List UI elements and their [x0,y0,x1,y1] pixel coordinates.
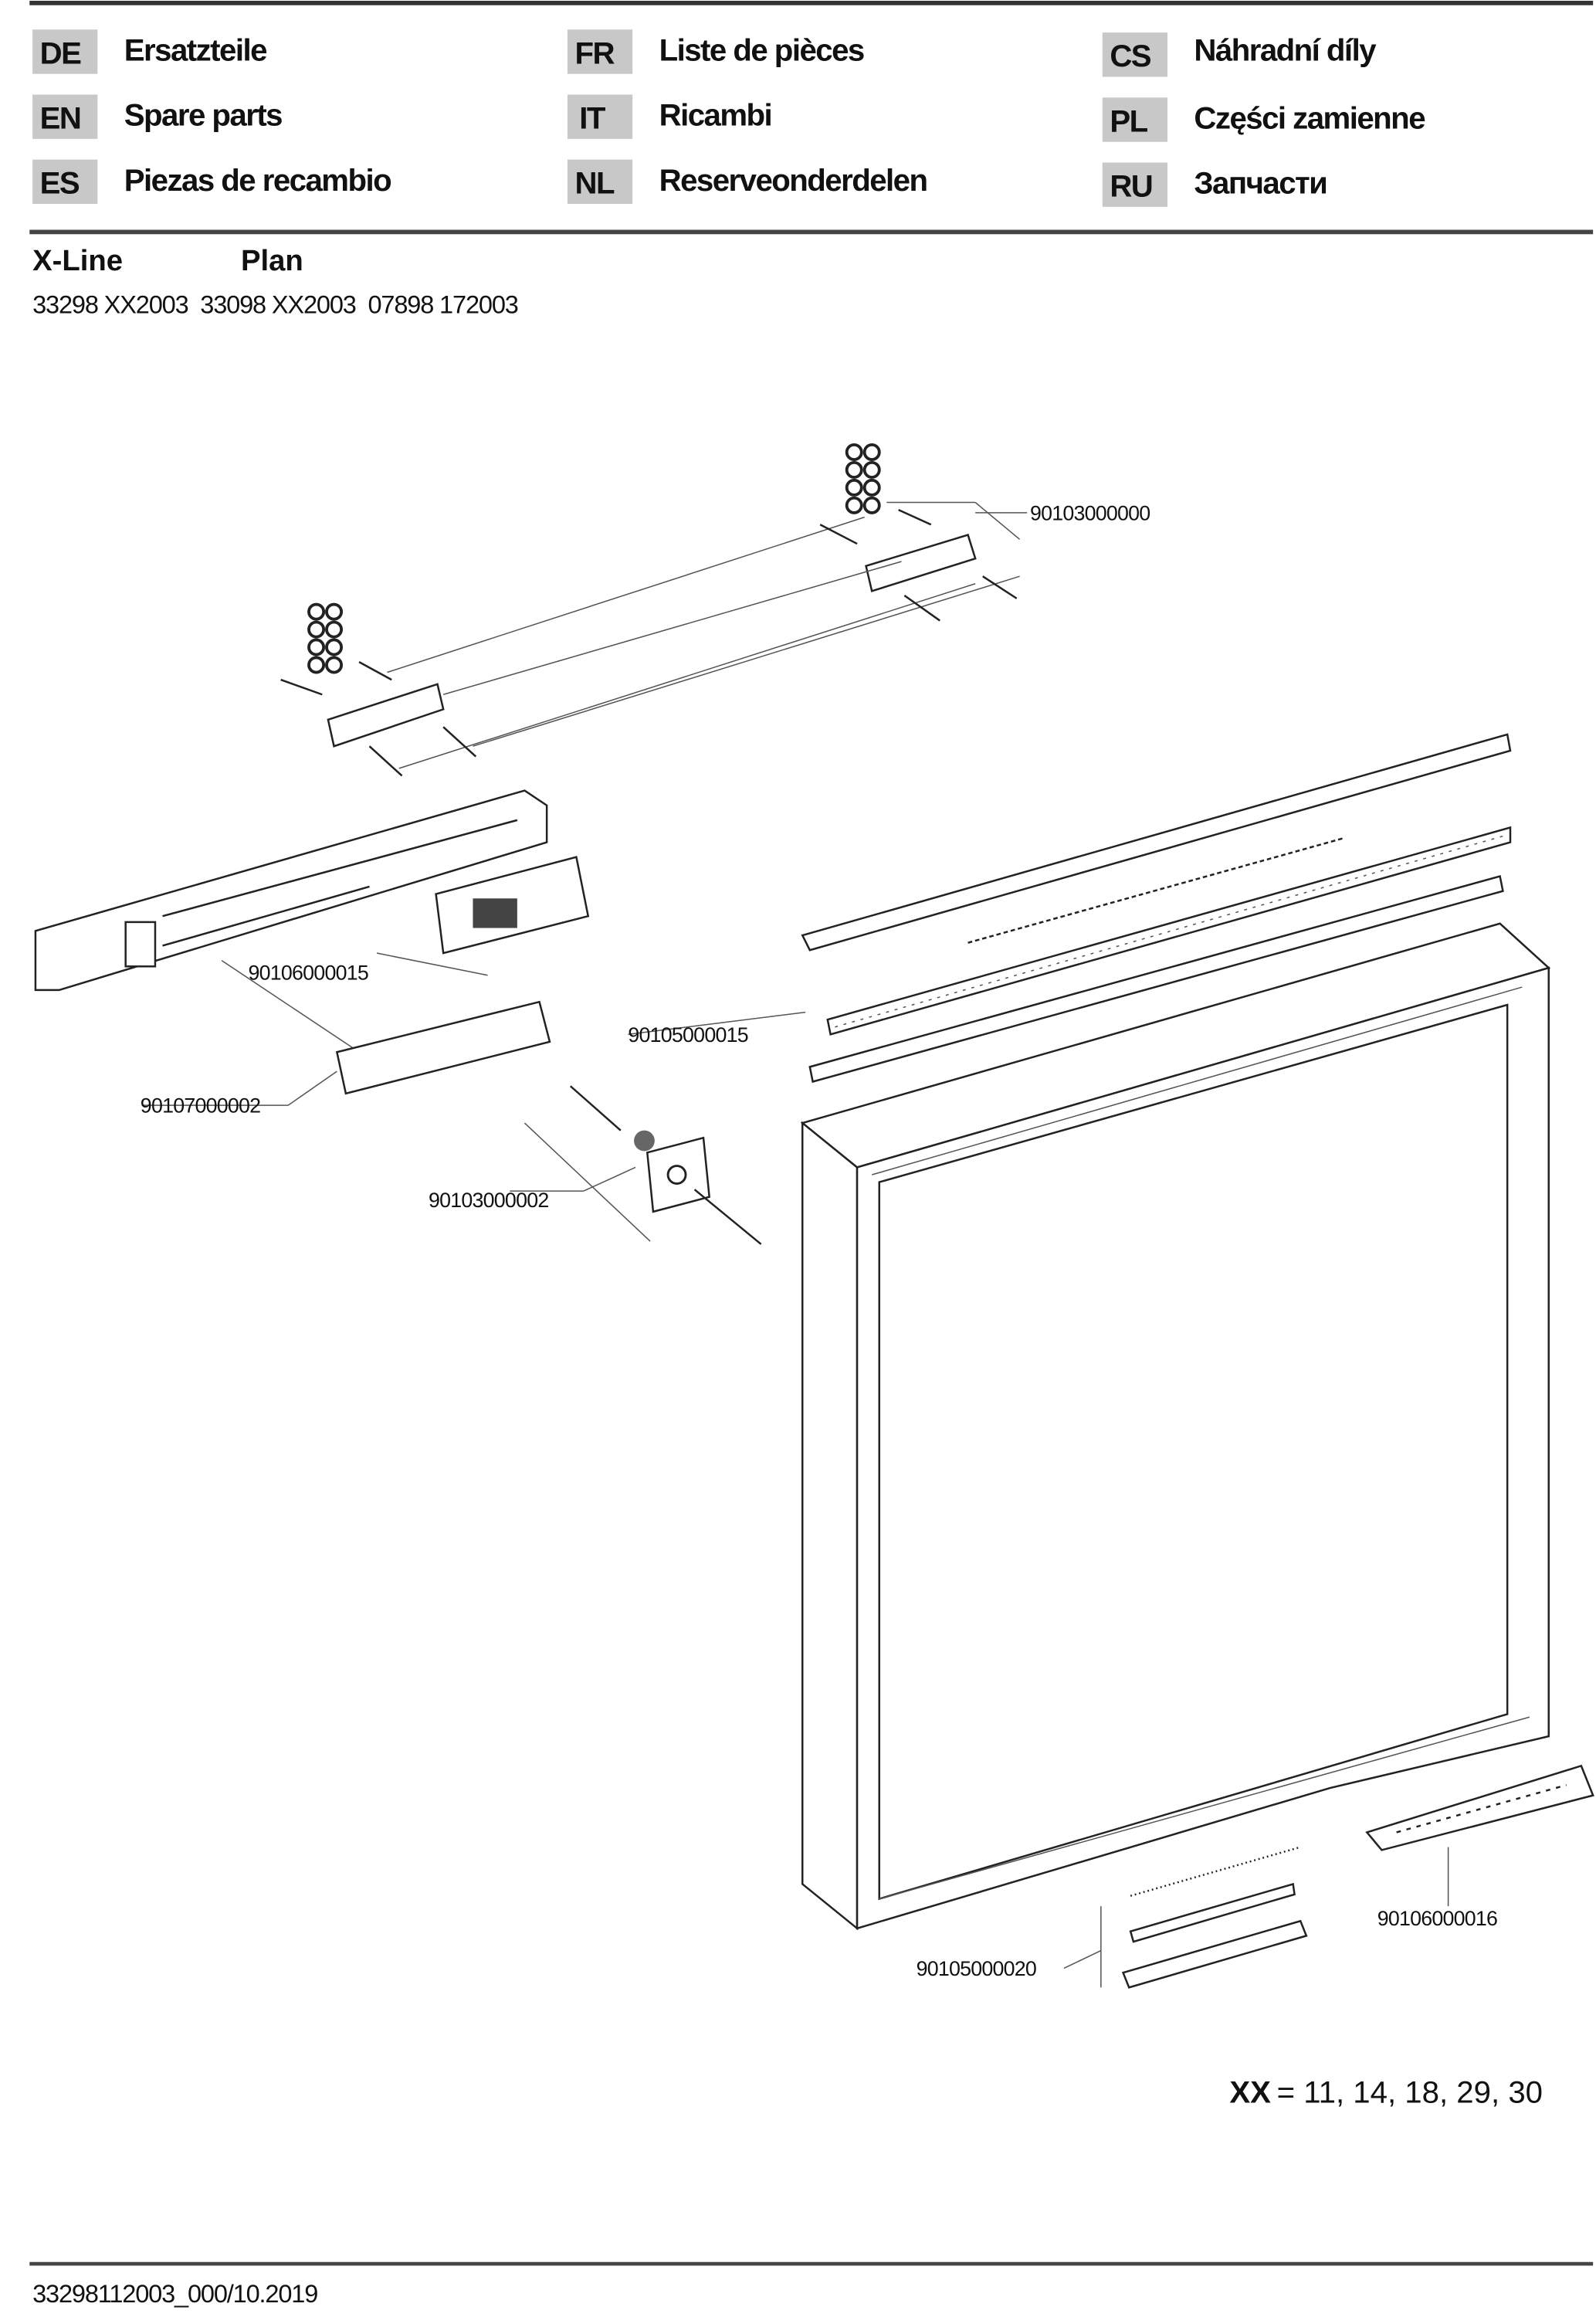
part-number: 90105000015 [628,1023,747,1047]
lang-code: NL [575,166,615,201]
lang-code: ES [40,166,80,201]
variant-note: XX= 11, 14, 18, 29, 30 [1229,2075,1543,2110]
lang-label: Liste de pièces [659,32,864,67]
lang-label: Ricambi [659,98,772,133]
lang-code: IT [579,100,606,135]
part-number: 90103000002 [429,1189,548,1212]
part-number: 90106000015 [249,961,368,984]
variant-values: = 11, 14, 18, 29, 30 [1277,2075,1543,2110]
lang-label: Części zamienne [1194,100,1425,135]
lang-code: CS [1110,39,1150,73]
part-number: 90103000000 [1030,501,1150,524]
product-line-plan: Plan [241,244,303,277]
lang-label: Spare parts [124,98,282,133]
part-number: 90106000016 [1377,1907,1497,1930]
product-numbers: 33298 XX2003 33098 XX2003 07898 172003 [32,291,518,319]
lang-label: Reserveonderdelen [659,163,927,198]
lang-code: RU [1110,168,1152,203]
variant-key: XX [1229,2075,1271,2110]
lang-label: Piezas de recambio [124,163,391,198]
product-line-xline: X-Line [32,244,123,277]
lang-label: Ersatzteile [124,32,266,67]
lang-code: FR [575,36,615,70]
part-number: 90107000002 [141,1094,260,1118]
language-grid: DE Ersatzteile EN Spare parts ES Piezas de … [32,29,1426,207]
lang-code: DE [40,36,81,70]
exploded-diagram [34,443,1594,1989]
part-number: 90105000020 [917,1957,1036,1980]
lang-code: PL [1110,103,1147,138]
document-id: 33298112003_000/10.2019 [32,2280,317,2308]
lang-label: Náhradní díly [1194,32,1377,67]
lang-label: Запчасти [1194,166,1327,201]
lang-code: EN [40,100,81,135]
